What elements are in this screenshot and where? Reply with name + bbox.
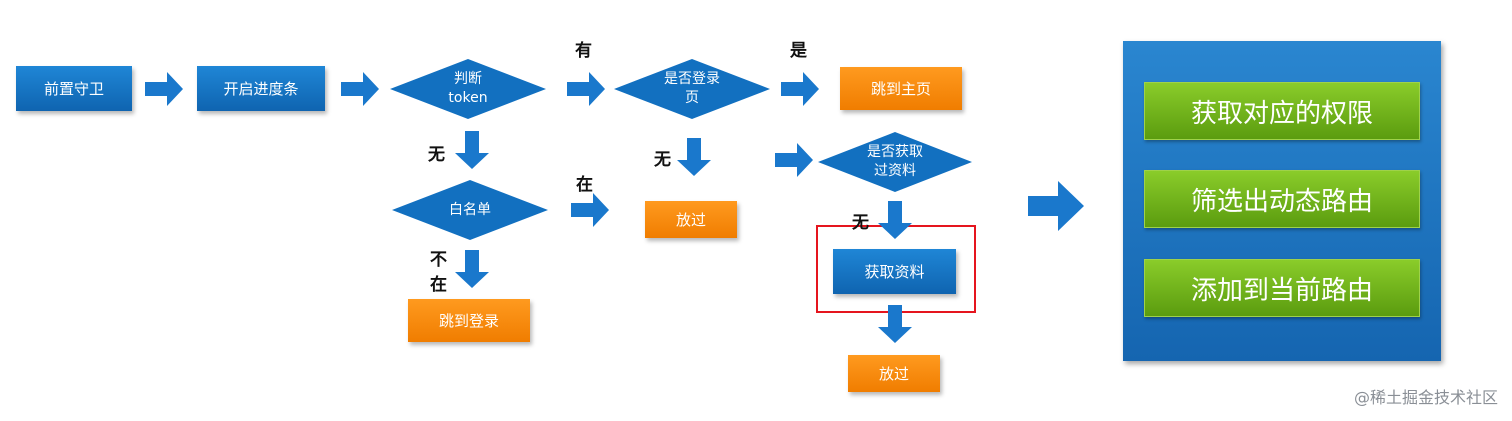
label-in-list: 在 <box>576 175 593 195</box>
down-arrow-icon <box>878 305 912 343</box>
node-progress: 开启进度条 <box>197 66 325 111</box>
right-arrow-icon <box>571 193 609 227</box>
watermark: @稀土掘金技术社区 <box>1353 388 1498 407</box>
label-has: 有 <box>575 41 592 61</box>
big-right-arrow-icon <box>1028 181 1084 231</box>
right-arrow-icon <box>341 72 379 106</box>
right-arrow-icon <box>781 72 819 106</box>
node-get-info: 获取资料 <box>833 249 956 294</box>
node-whitelist: 白名单 <box>392 180 548 240</box>
node-check-login-page: 是否登录页 <box>614 59 770 119</box>
node-check-info: 是否获取过资料 <box>818 132 972 192</box>
panel-item-filter-routes: 筛选出动态路由 <box>1144 170 1420 228</box>
down-arrow-icon <box>878 201 912 239</box>
right-arrow-icon <box>567 72 605 106</box>
down-arrow-icon <box>455 131 489 169</box>
down-arrow-icon <box>455 250 489 288</box>
right-arrow-icon <box>145 72 183 106</box>
label-none-token: 无 <box>428 145 445 165</box>
down-arrow-icon <box>677 138 711 176</box>
panel-item-permissions: 获取对应的权限 <box>1144 82 1420 140</box>
label-none-info: 无 <box>852 213 869 233</box>
label-not-in-2: 在 <box>430 275 447 295</box>
node-goto-login: 跳到登录 <box>408 299 530 342</box>
right-arrow-icon <box>775 143 813 177</box>
label-none-login: 无 <box>654 150 671 170</box>
node-pass-1: 放过 <box>645 201 737 238</box>
label-not-in-1: 不 <box>430 250 447 270</box>
panel-item-add-routes: 添加到当前路由 <box>1144 259 1420 317</box>
label-yes: 是 <box>790 41 807 61</box>
node-goto-home: 跳到主页 <box>840 67 962 110</box>
node-guard: 前置守卫 <box>16 66 132 111</box>
node-pass-2: 放过 <box>848 355 940 392</box>
